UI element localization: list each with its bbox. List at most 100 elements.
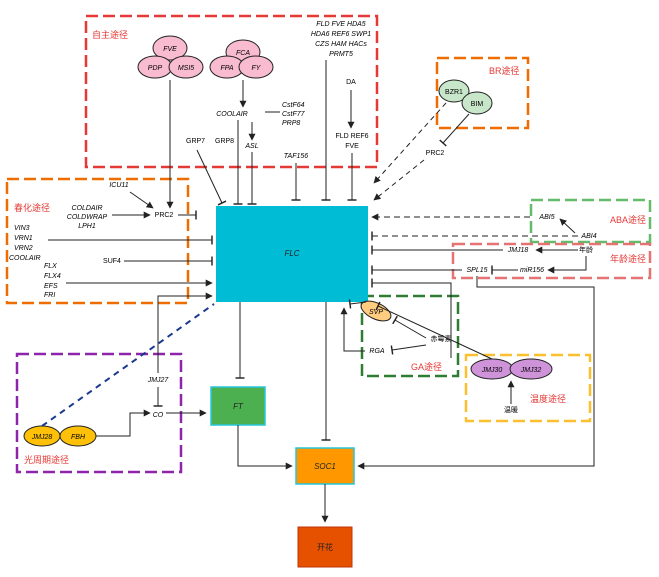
warm-input-label: 温暖 xyxy=(504,405,518,414)
flx4-label: FLX4 xyxy=(44,273,61,280)
gibberellin-pathway-label: GA途径 xyxy=(411,361,442,372)
da-label: DA xyxy=(346,79,356,86)
edge-bim-to-prc2 xyxy=(439,113,470,147)
aba-pathway-label: ABA途径 xyxy=(610,214,646,225)
autonomous-pathway-frame xyxy=(84,14,379,169)
temperature-pathway-label: 温度途径 xyxy=(530,393,566,404)
coolair-autonomous-label: COOLAIR xyxy=(216,111,248,118)
prc2-vern-label: PRC2 xyxy=(155,212,174,219)
jmj32-label: JMJ32 xyxy=(520,367,542,374)
cstf64-label: CstF64 xyxy=(282,102,305,109)
icu11-label: ICU11 xyxy=(109,182,128,189)
cstf77-label: CstF77 xyxy=(282,111,306,118)
bim-ellipse xyxy=(461,91,493,115)
asl-label: ASL xyxy=(244,143,258,150)
svp-label: SVP xyxy=(369,309,383,316)
vernalization-pathway-label: 春化途径 xyxy=(14,202,50,213)
edge-jmj27-to-flc xyxy=(157,292,213,373)
mir156-label: miR156 xyxy=(520,267,544,274)
fy-ellipse xyxy=(238,55,274,79)
fpa-label: FPA xyxy=(220,65,233,72)
edge-jmj30-to-flc xyxy=(375,301,493,360)
flx-label: FLX xyxy=(44,263,57,270)
edge-fbh-to-co xyxy=(96,409,151,437)
chromatin-list-line-3: CZS HAM HACs xyxy=(315,41,367,48)
brassinosteroid-pathway-frame xyxy=(435,56,530,130)
grp7-label: GRP7 xyxy=(186,138,205,145)
fve-chromatin-label: FVE xyxy=(345,143,359,150)
grp8-label: GRP8 xyxy=(215,138,234,145)
fri-label: FRI xyxy=(44,292,55,299)
prp8-label: PRP8 xyxy=(282,120,300,127)
vin3-label: VIN3 xyxy=(14,225,30,232)
vrn2-label: VRN2 xyxy=(14,245,33,252)
jmj28-label: JMJ28 xyxy=(31,434,53,441)
fbh-label: FBH xyxy=(71,434,86,441)
jmj27-label: JMJ27 xyxy=(147,377,170,384)
ft-box xyxy=(210,386,266,426)
flc-box xyxy=(216,206,368,302)
age-pathway-frame xyxy=(451,242,652,280)
jmj32-ellipse xyxy=(509,358,553,380)
fve-ellipse xyxy=(152,35,188,61)
edge-ft-to-soc1 xyxy=(237,425,293,470)
age-input-label: 年龄 xyxy=(579,245,593,254)
temperature-pathway-frame xyxy=(464,353,592,423)
efs-label: EFS xyxy=(44,283,58,290)
fld-ref6-label: FLD REF6 xyxy=(335,133,368,140)
msi5-ellipse xyxy=(168,55,204,79)
flowering-box xyxy=(297,526,353,568)
abi5-label: ABI5 xyxy=(538,214,554,221)
connectors xyxy=(41,60,595,523)
suf4-label: SUF4 xyxy=(103,258,121,265)
edge-grp7-to-flc xyxy=(196,149,227,206)
coolair-vern-label: COOLAIR xyxy=(9,255,41,262)
vrn1-label: VRN1 xyxy=(14,235,33,242)
autonomous-pathway-label: 自主途径 xyxy=(92,29,128,40)
bzr1-label: BZR1 xyxy=(445,89,463,96)
edge-spl15-to-soc1 xyxy=(357,276,595,470)
edge-icu11-to-prc2 xyxy=(129,191,154,209)
lph1-label: LPH1 xyxy=(78,223,96,230)
fca-label: FCA xyxy=(236,50,250,57)
rga-label: RGA xyxy=(369,348,385,355)
fy-label: FY xyxy=(252,65,262,72)
coldwrap-label: COLDWRAP xyxy=(67,214,108,221)
edge-svp-to-flc xyxy=(348,299,367,309)
edge-abi4-to-abi5 xyxy=(559,218,576,234)
jmj18-label: JMJ18 xyxy=(507,247,529,254)
edge-prc2-br-to-flc xyxy=(373,159,425,201)
age-pathway-label: 年龄途径 xyxy=(610,253,646,264)
edge-jmj28-to-flc xyxy=(41,303,215,427)
edge-gibberellin-to-svp xyxy=(392,315,427,339)
spl15-label: SPL15 xyxy=(466,267,487,274)
edge-temperature-to-flc xyxy=(371,278,452,358)
gibberellin-input-label: 赤霉素 xyxy=(431,334,452,343)
soc1-label: SOC1 xyxy=(314,462,336,471)
ft-label: FT xyxy=(233,402,244,411)
coldair-label: COLDAIR xyxy=(71,205,102,212)
aba-pathway-frame xyxy=(529,198,652,244)
edge-gibberellin-to-rga xyxy=(390,344,427,355)
flowering-label: 开花 xyxy=(317,542,333,552)
flc-label: FLC xyxy=(284,249,299,258)
pdp-label: PDP xyxy=(148,65,163,72)
gibberellin-pathway-frame xyxy=(360,294,460,378)
soc1-box xyxy=(295,447,355,485)
chromatin-list-line-1: FLD FVE HDA5 xyxy=(316,21,366,28)
fve-label: FVE xyxy=(163,46,177,53)
msi5-label: MSI5 xyxy=(178,65,194,72)
brassinosteroid-pathway-label: BR途径 xyxy=(489,65,520,76)
vernalization-pathway-frame xyxy=(5,177,190,305)
taf156-label: TAF156 xyxy=(284,153,308,160)
prc2-br-label: PRC2 xyxy=(426,150,445,157)
bzr1-ellipse xyxy=(438,79,470,103)
edge-age-to-mir156 xyxy=(547,256,587,274)
photoperiod-pathway-label: 光周期途径 xyxy=(24,454,69,465)
bim-label: BIM xyxy=(471,101,484,108)
edge-rga-to-flc xyxy=(340,307,365,352)
abi4-label: ABI4 xyxy=(580,233,596,240)
chromatin-list-line-4: PRMT5 xyxy=(329,51,353,58)
